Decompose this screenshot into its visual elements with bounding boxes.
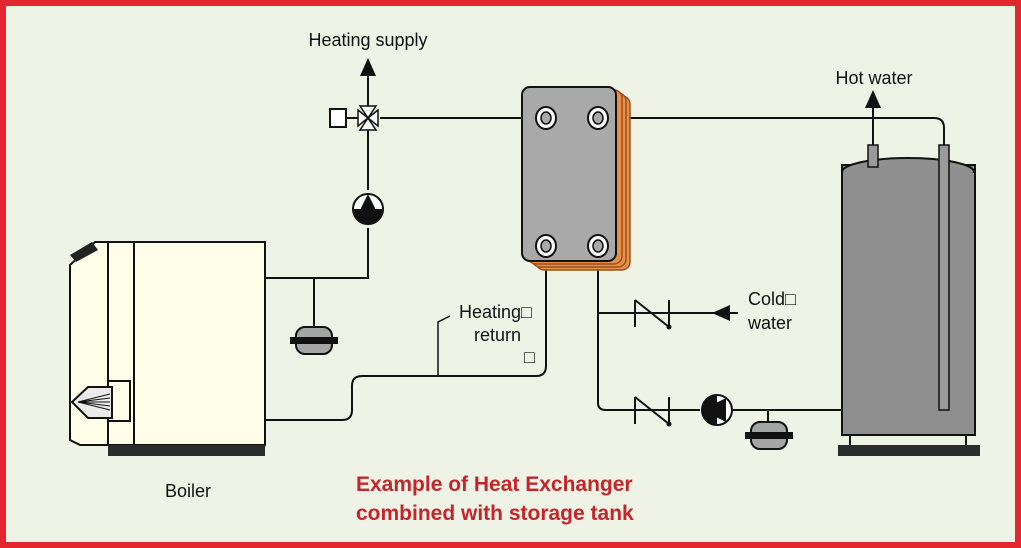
burner-icon: [70, 380, 131, 422]
plate-heat-exchanger: [521, 86, 631, 271]
caption-line2: combined with storage tank: [356, 502, 634, 525]
label-heating-return-line2: return: [474, 325, 521, 345]
label-hot-water: Hot water: [835, 68, 912, 88]
boiler-base: [108, 445, 265, 456]
arrow-left-icon: [712, 305, 730, 321]
storage-tank: [838, 144, 980, 456]
tank-base: [838, 445, 980, 456]
check-valve-icon: [634, 396, 672, 427]
label-boiler: Boiler: [165, 481, 211, 501]
exchanger-port-top-left: [535, 106, 557, 130]
exchanger-port-top-right: [587, 106, 609, 130]
thermostat-icon: [437, 315, 451, 376]
label-heating-supply: Heating supply: [308, 30, 427, 50]
label-heating-return-line1: Heating□: [459, 302, 532, 322]
label-cold-water-line1: Cold□: [748, 289, 796, 309]
label-heating-return-box: □: [524, 347, 535, 367]
boiler-flue: [70, 242, 98, 262]
tank-outlet-stub: [867, 144, 879, 168]
boiler: [69, 241, 266, 456]
label-cold-water-line2: water: [747, 313, 792, 333]
exchanger-port-bottom-right: [587, 234, 609, 258]
tank-dip-tube: [938, 144, 950, 411]
arrow-up-icon: [865, 90, 881, 108]
exchanger-port-bottom-left: [535, 234, 557, 258]
three-way-valve-icon: [329, 105, 379, 131]
expansion-vessel-icon: [745, 421, 793, 450]
expansion-vessel-icon: [290, 326, 338, 355]
check-valve-icon: [634, 299, 672, 330]
arrow-up-icon: [360, 58, 376, 76]
pump-icon: [352, 193, 384, 225]
caption-line1: Example of Heat Exchanger: [356, 473, 633, 496]
pump-icon: [701, 394, 733, 426]
